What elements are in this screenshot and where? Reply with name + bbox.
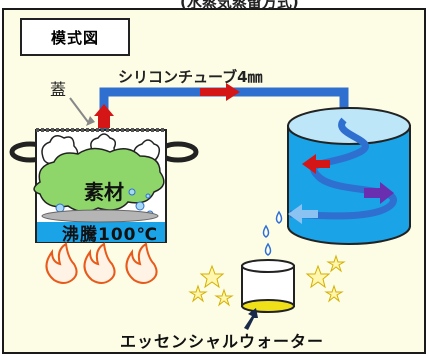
cooling-tank [287,107,411,245]
lid-label: 蓋 [50,80,67,99]
cup-pointer-arrow [244,308,258,330]
sparkles [188,254,346,307]
coil-arrow-blue [288,204,318,224]
top-cut-caption: (水蒸気蒸留方式) [180,0,299,11]
essence-water-label: エッセンシャルウォーター [120,332,325,351]
coil-arrow-red [302,154,330,174]
flow-arrow-up [94,104,114,128]
droplet-3 [264,242,272,256]
flames [45,242,158,284]
droplet-2 [262,224,270,238]
boiling-label: 沸騰100℃ [62,225,159,245]
material-label: 素材 [84,180,124,204]
droplet-1 [275,210,283,224]
collection-cup [241,259,295,313]
coil-tube [289,117,397,220]
title-box: 模式図 [20,18,130,56]
tube-label: シリコンチューブ4㎜ [118,68,263,86]
material-blob [33,147,165,213]
lid-pointer [69,97,89,123]
base-stone [41,209,159,223]
coil-arrow-purple [364,182,394,204]
flow-arrow-right [200,83,240,101]
